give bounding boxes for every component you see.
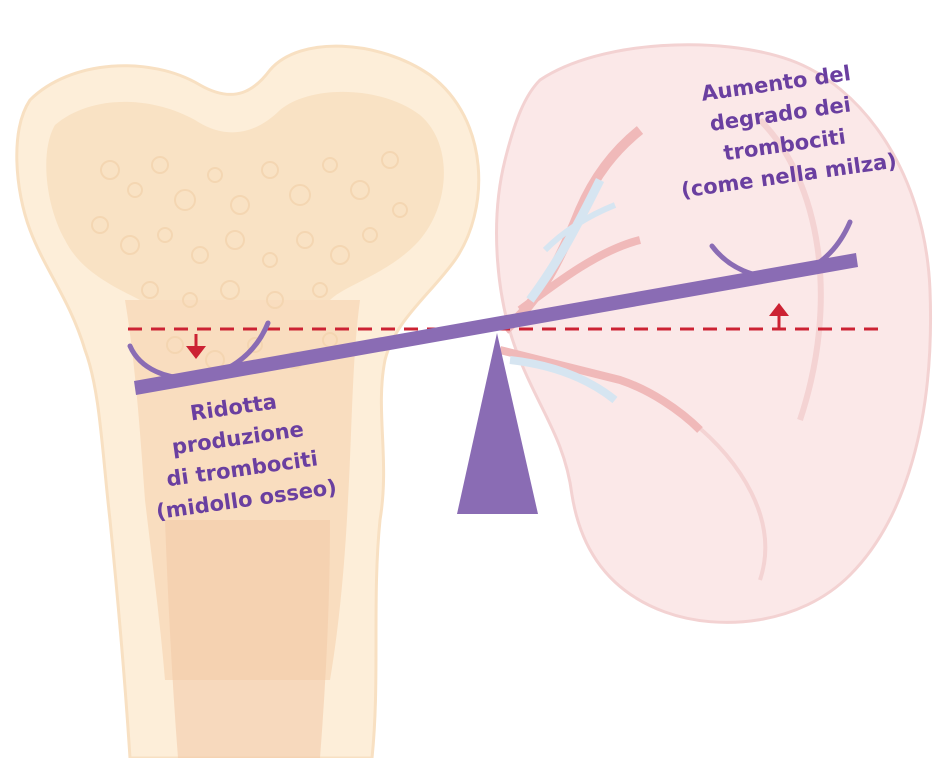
diagram-canvas: Ridotta produzione di trombociti (midoll… xyxy=(0,0,935,758)
